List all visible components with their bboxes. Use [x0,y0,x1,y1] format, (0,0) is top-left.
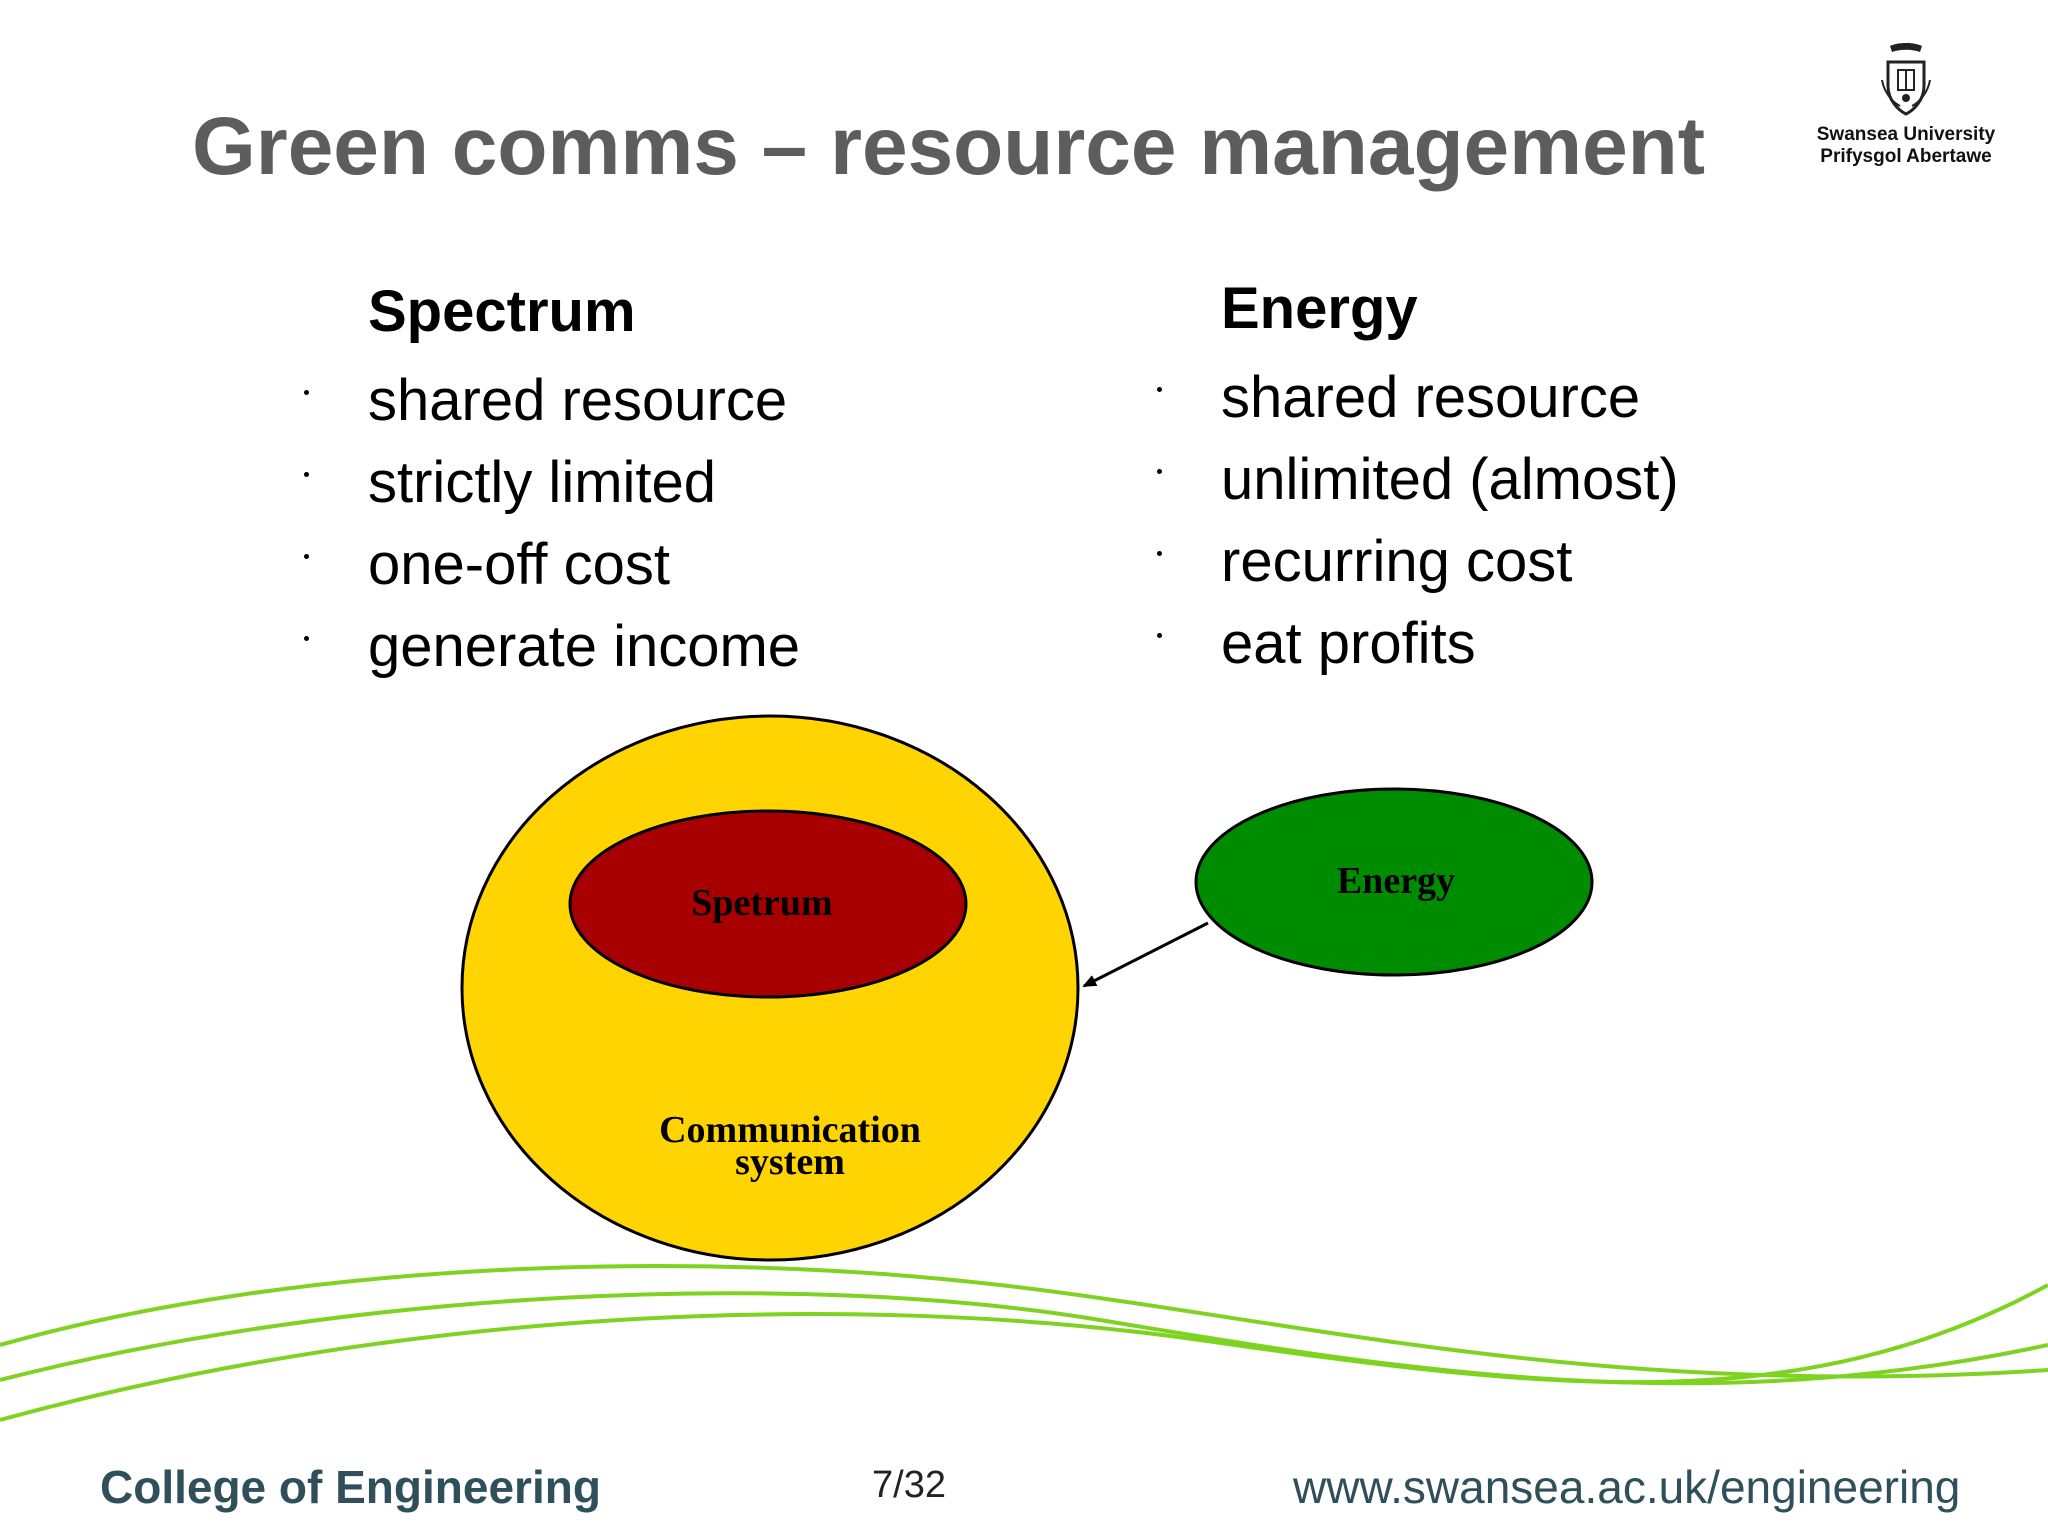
bullet-icon [1157,551,1162,556]
bullet-text: shared resource [368,368,788,433]
spectrum-label: Spetrum [691,882,832,924]
wave-line [0,1291,2048,1386]
bullet-text: generate income [368,614,801,679]
bullet-icon [304,554,309,559]
bullet-text: unlimited (almost) [1221,447,1679,512]
bullet-text: strictly limited [368,450,717,515]
university-crest-icon [1881,42,1931,116]
energy-label: Energy [1337,860,1455,902]
bullet-icon [1157,633,1162,638]
bullet-icon [304,636,309,641]
bullet-icon [1157,469,1162,474]
energy-ellipse [1194,787,1594,977]
university-logo: Swansea University Prifysgol Abertawe [1806,40,2006,180]
bullet-text: eat profits [1221,611,1476,676]
spectrum-heading: Spectrum [368,279,636,344]
bullet-icon [304,472,309,477]
bullet-icon [304,390,309,395]
logo-line-2: Prifysgol Abertawe [1820,146,1992,167]
wave-line [0,1283,2048,1422]
bullet-text: recurring cost [1221,529,1573,594]
bullet-text: one-off cost [368,532,671,597]
bullet-icon [1157,387,1162,392]
spectrum-ellipse [568,809,968,999]
page-number: 7/32 [872,1464,946,1506]
college-name: College of Engineering [100,1461,601,1513]
energy-arrow [1082,921,1209,988]
website-url[interactable]: www.swansea.ac.uk/engineering [1293,1461,1961,1513]
logo-line-1: Swansea University [1816,124,1996,145]
communication-label-line-2: system [735,1141,845,1183]
communication-label-line-1: Communication [659,1109,921,1151]
wave-line [0,1264,2048,1379]
decorative-waves [0,1264,2048,1422]
slide-title: Green comms – resource management [192,101,1706,192]
bullet-text: shared resource [1221,365,1641,430]
energy-heading: Energy [1221,276,1418,341]
